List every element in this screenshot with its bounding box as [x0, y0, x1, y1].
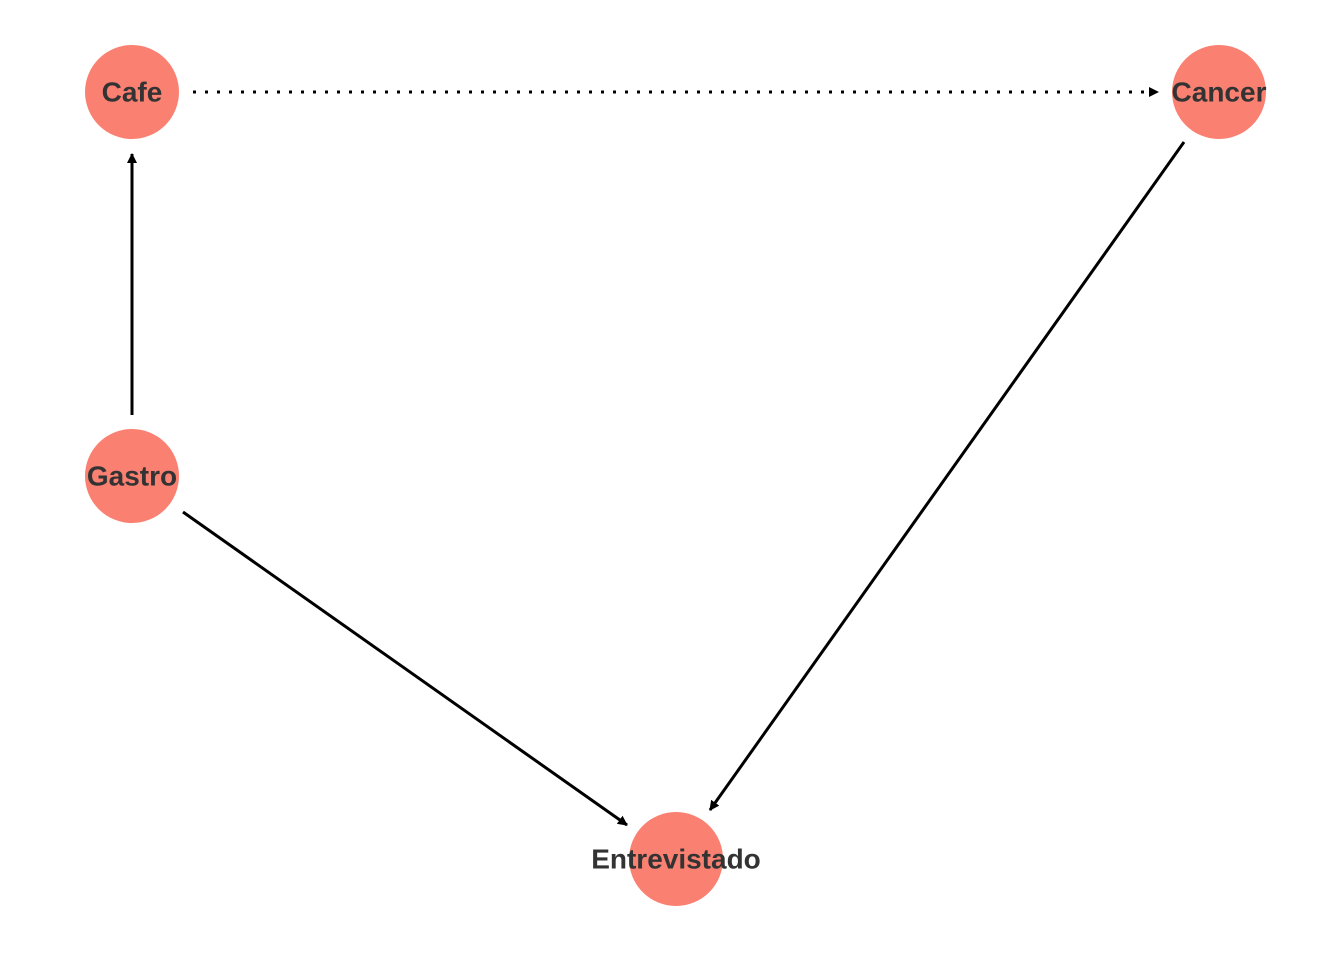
edge-cancer-to-entrevistado — [708, 141, 1186, 811]
node-circle — [629, 812, 723, 906]
node-cancer: Cancer — [1172, 45, 1267, 139]
node-label-entrevistado: Entrevistado — [591, 844, 761, 875]
node-label-gastro: Gastro — [87, 461, 177, 492]
node-label-cancer: Cancer — [1172, 77, 1267, 108]
node-gastro: Gastro — [85, 429, 179, 523]
node-entrevistado: Entrevistado — [591, 812, 761, 906]
edge-gastro-to-entrevistado — [182, 510, 628, 827]
node-circle — [85, 429, 179, 523]
node-circle — [1172, 45, 1266, 139]
node-label-cafe: Cafe — [102, 77, 163, 108]
node-cafe: Cafe — [85, 45, 179, 139]
node-circle — [85, 45, 179, 139]
edges — [127, 87, 1186, 827]
